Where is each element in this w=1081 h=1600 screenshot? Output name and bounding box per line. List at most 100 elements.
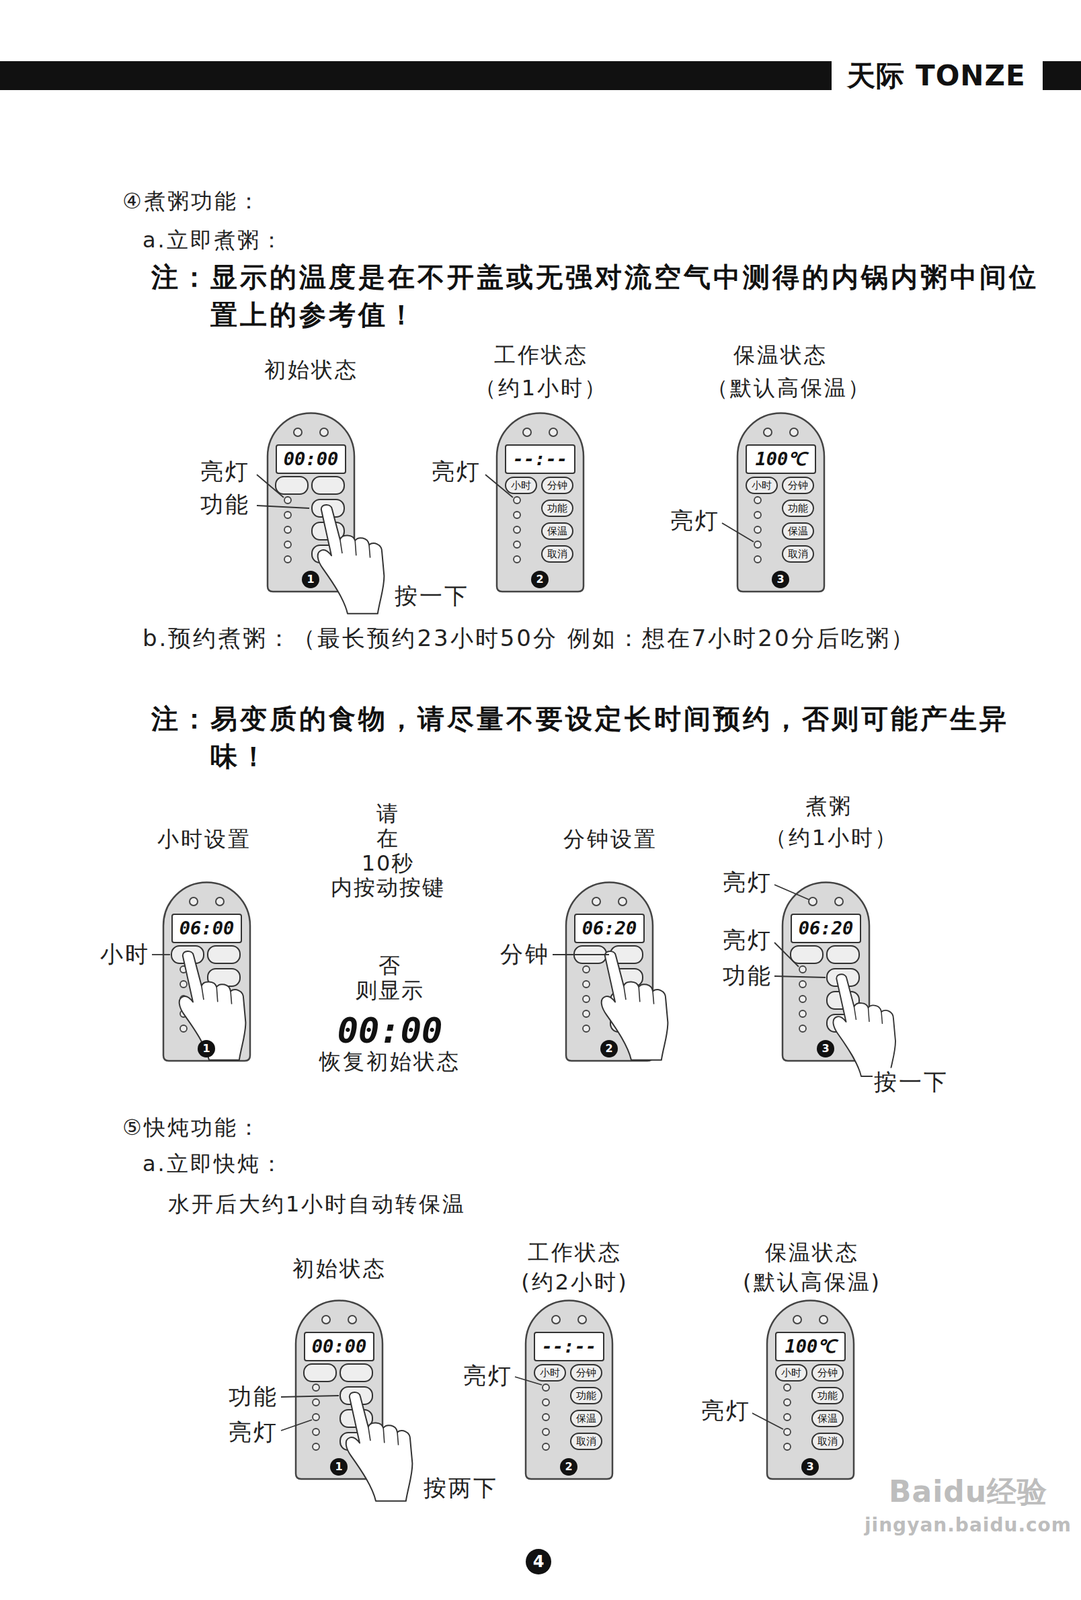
text-label: 保温状态 bbox=[733, 342, 828, 368]
panel-button: 保温 bbox=[570, 1409, 603, 1428]
control-panel: 00:001 bbox=[295, 1300, 383, 1479]
panel-button: 小时 bbox=[775, 1364, 808, 1382]
button-label: 保温 bbox=[787, 525, 809, 538]
indicator-led bbox=[793, 1315, 802, 1324]
panel-button bbox=[340, 1364, 373, 1382]
text-label: 4 bbox=[525, 1548, 552, 1575]
indicator-led bbox=[592, 897, 601, 906]
finger-creases bbox=[201, 985, 232, 1004]
text-label: 保温状态 bbox=[765, 1239, 860, 1266]
indicator-led bbox=[578, 1315, 587, 1324]
control-panel-body bbox=[525, 1300, 613, 1480]
indicator-led bbox=[799, 995, 807, 1003]
button-label: 小时 bbox=[751, 479, 772, 493]
text-label: (默认高保温) bbox=[742, 1269, 882, 1295]
button-label: 功能 bbox=[817, 1389, 838, 1403]
callout-number: 3 bbox=[771, 570, 790, 589]
control-panel-body bbox=[163, 882, 251, 1062]
indicator-led bbox=[513, 526, 521, 534]
text-label: Baidu经验 bbox=[888, 1474, 1048, 1510]
indicator-led bbox=[312, 1384, 320, 1391]
text-label: 请 在 10秒 内按动按键 bbox=[300, 801, 476, 901]
control-panel-body bbox=[737, 413, 825, 593]
leader-line bbox=[774, 884, 809, 900]
text-label: 功能 bbox=[198, 490, 252, 519]
indicator-led bbox=[799, 1010, 807, 1018]
text-label: 分钟设置 bbox=[563, 826, 658, 852]
panel-button: 分钟 bbox=[811, 1364, 844, 1382]
panel-button: 取消 bbox=[781, 545, 815, 563]
panel-button: 小时 bbox=[533, 1364, 567, 1382]
control-panel: 06:202 bbox=[566, 882, 653, 1061]
text-label: 注：显示的温度是在不开盖或无强对流空气中测得的内锅内粥中间位置上的参考值！ bbox=[151, 258, 1058, 334]
text-label: 亮灯 bbox=[699, 1396, 753, 1425]
panel-button bbox=[790, 945, 823, 964]
text-label: 按一下 bbox=[393, 582, 471, 610]
panel-button bbox=[207, 945, 240, 964]
indicator-led bbox=[549, 428, 558, 437]
indicator-led bbox=[754, 526, 762, 534]
finger-creases bbox=[368, 1426, 399, 1445]
indicator-led bbox=[312, 1413, 320, 1421]
indicator-led bbox=[582, 980, 590, 988]
indicator-led bbox=[542, 1443, 550, 1451]
panel-button: 保温 bbox=[781, 522, 815, 540]
indicator-led bbox=[513, 555, 521, 563]
display-readout: 06:20 bbox=[790, 913, 862, 944]
indicator-led bbox=[754, 496, 762, 504]
indicator-led bbox=[312, 1398, 320, 1406]
header-bar bbox=[0, 61, 832, 91]
button-label: 取消 bbox=[817, 1435, 838, 1449]
text-label: 分钟 bbox=[498, 940, 552, 969]
text-label: jingyan.baidu.com bbox=[864, 1513, 1072, 1537]
text-label: 恢复初始状态 bbox=[319, 1048, 461, 1075]
indicator-led bbox=[783, 1384, 791, 1391]
indicator-led bbox=[542, 1398, 550, 1406]
callout-number: 1 bbox=[330, 1458, 348, 1476]
indicator-led bbox=[783, 1398, 791, 1406]
text-label: 初始状态 bbox=[292, 1255, 387, 1282]
panel-button: 保温 bbox=[811, 1409, 844, 1428]
text-label: （约1小时） bbox=[474, 375, 608, 401]
text-label: 工作状态 bbox=[527, 1239, 622, 1266]
indicator-led bbox=[284, 496, 292, 504]
indicator-led bbox=[523, 428, 532, 437]
indicator-led bbox=[542, 1428, 550, 1436]
indicator-led bbox=[618, 897, 627, 906]
button-label: 保温 bbox=[817, 1412, 838, 1426]
control-panel: 100℃3小时分钟功能保温取消 bbox=[737, 413, 825, 592]
panel-button bbox=[303, 1364, 337, 1382]
indicator-led bbox=[312, 1428, 320, 1436]
pressing-hand bbox=[346, 1392, 413, 1502]
finger-creases bbox=[623, 985, 655, 1004]
indicator-led bbox=[284, 511, 292, 519]
text-label: 亮灯 bbox=[227, 1418, 280, 1447]
text-label: ④煮粥功能： bbox=[122, 188, 262, 214]
hand-outline bbox=[317, 504, 385, 614]
button-label: 小时 bbox=[510, 479, 532, 493]
leader-line bbox=[774, 942, 799, 967]
indicator-led bbox=[513, 496, 521, 504]
text-label: 亮灯 bbox=[721, 926, 774, 954]
panel-button bbox=[826, 945, 860, 964]
finger-creases bbox=[340, 539, 371, 558]
button-label: 取消 bbox=[547, 547, 568, 561]
callout-number: 3 bbox=[816, 1039, 835, 1058]
display-readout: 00:00 bbox=[275, 444, 347, 474]
text-label: 小时 bbox=[98, 940, 152, 969]
indicator-led bbox=[284, 555, 292, 563]
indicator-led bbox=[582, 995, 590, 1003]
text-label: a.立即煮粥： bbox=[142, 227, 285, 253]
indicator-led bbox=[819, 1315, 828, 1324]
indicator-led bbox=[582, 966, 590, 973]
panel-button: 小时 bbox=[745, 476, 778, 495]
indicator-led bbox=[783, 1413, 791, 1421]
panel-button: 保温 bbox=[541, 522, 574, 540]
panel-button bbox=[275, 476, 308, 495]
panel-button: 功能 bbox=[541, 499, 574, 517]
panel-button: 取消 bbox=[811, 1432, 844, 1451]
button-label: 功能 bbox=[547, 502, 568, 515]
panel-button bbox=[311, 476, 345, 495]
indicator-led bbox=[322, 1315, 331, 1324]
